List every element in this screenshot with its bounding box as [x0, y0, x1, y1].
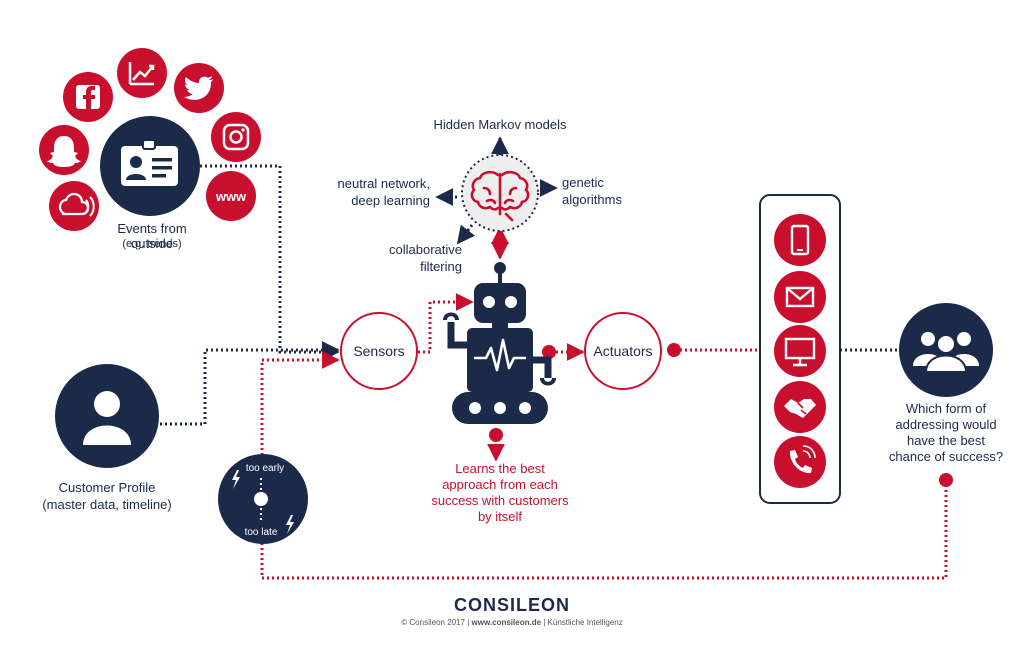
- collab-label-line2: filtering: [420, 259, 462, 274]
- social-icons: www: [39, 48, 261, 231]
- telephone-icon: [774, 436, 826, 488]
- events-subtitle: (e.g. trends): [122, 238, 182, 250]
- footer: © Consileon 2017 | www.consileon.de | Kü…: [392, 618, 632, 627]
- robot-icon: [443, 262, 556, 424]
- mobile-phone-icon: [774, 214, 826, 266]
- sensors-label: Sensors: [353, 343, 405, 359]
- instagram-icon: [211, 112, 261, 162]
- id-card-icon: [121, 139, 178, 186]
- events-node: [100, 116, 200, 216]
- channels-panel: [759, 194, 841, 504]
- customer-node: [55, 364, 159, 468]
- group-icon: [913, 332, 979, 373]
- events-title: Events from outside: [117, 221, 187, 251]
- collab-label-line1: collaborative: [389, 242, 462, 257]
- too-early-label: too early: [245, 463, 285, 474]
- footer-topic: | Künstliche Intelligenz: [541, 618, 623, 627]
- lightning-icon: [232, 470, 240, 489]
- question-line2: addressing would: [895, 417, 997, 432]
- hmm-label: Hidden Markov models: [433, 117, 567, 132]
- customer-subtitle: (master data, timeline): [42, 497, 172, 512]
- actuators-node: [584, 312, 662, 390]
- podcast-icon: [49, 181, 99, 231]
- neural-label-line2: deep learning: [351, 193, 430, 208]
- question-line1: Which form of: [905, 401, 987, 416]
- snapchat-icon: [39, 125, 89, 175]
- question-line3: have the best: [906, 433, 986, 448]
- person-icon: [83, 391, 131, 445]
- learn-label-line4: by itself: [477, 509, 523, 524]
- question-dot: [939, 473, 953, 487]
- actuators-dot: [667, 343, 681, 357]
- svg-text:www: www: [215, 189, 247, 204]
- target-group-node: [899, 303, 993, 397]
- question-line4: chance of success?: [888, 449, 1004, 464]
- navy-connectors: [160, 136, 900, 426]
- learn-label-line2: approach from each: [442, 477, 558, 492]
- too-late-label: too late: [244, 527, 278, 538]
- brain-icon: [470, 170, 530, 222]
- actuators-label: Actuators: [593, 343, 653, 359]
- red-connectors: [260, 226, 948, 580]
- facebook-icon: [63, 72, 113, 122]
- trend-chart-icon: [117, 48, 167, 98]
- footer-copyright: © Consileon 2017 |: [401, 618, 472, 627]
- www-icon: www: [206, 171, 256, 221]
- sensors-node: [340, 312, 418, 390]
- brain-node: [461, 154, 539, 232]
- neural-label-line1: neutral network,: [337, 176, 431, 191]
- learn-label-line3: success with customers: [431, 493, 569, 508]
- timing-node: [218, 454, 308, 544]
- genetic-label-line2: algorithms: [562, 192, 622, 207]
- footer-url[interactable]: www.consileon.de: [471, 618, 542, 627]
- genetic-label-line1: genetic: [562, 175, 604, 190]
- brand-logo: CONSILEON: [453, 595, 570, 615]
- monitor-icon: [774, 325, 826, 377]
- learn-label-line1: Learns the best: [455, 461, 545, 476]
- lightning-icon: [286, 515, 294, 534]
- email-icon: [774, 271, 826, 323]
- learn-dot: [489, 428, 503, 442]
- twitter-icon: [174, 63, 224, 113]
- handshake-icon: [774, 381, 826, 433]
- customer-title: Customer Profile: [58, 480, 156, 495]
